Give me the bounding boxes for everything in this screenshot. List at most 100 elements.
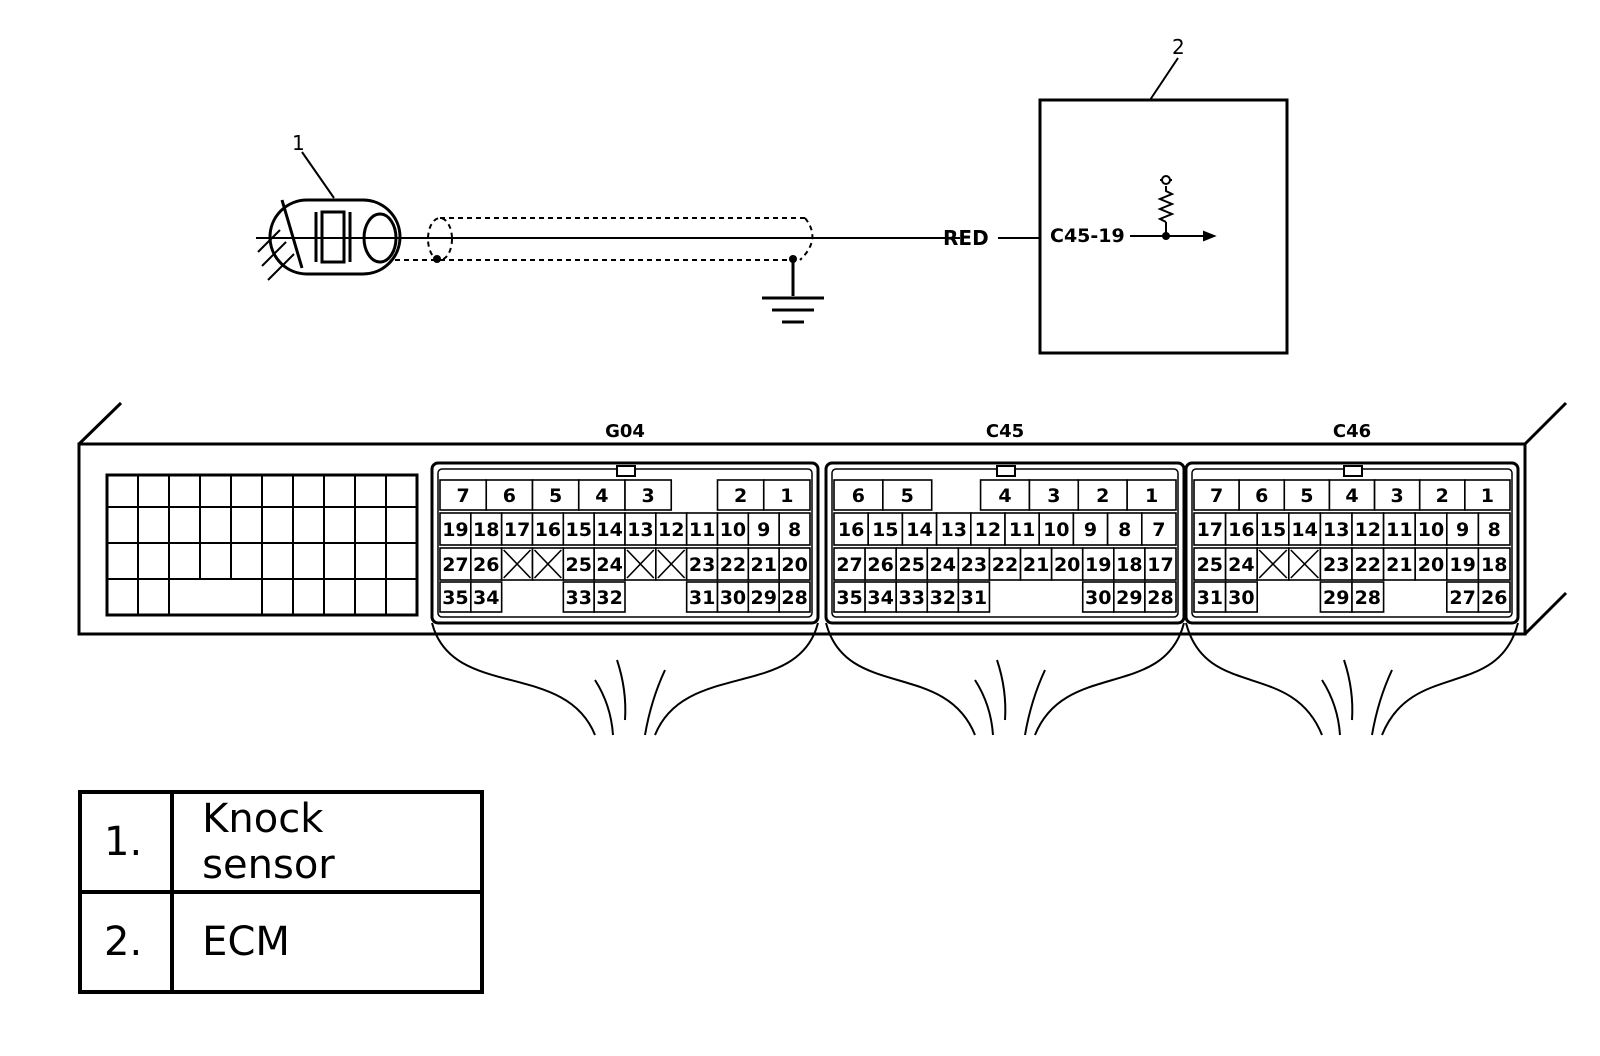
pin-number: 21 [751,554,777,576]
pin-number: 33 [566,587,592,609]
connector-pin-cell [1081,581,1115,613]
pin-number: 14 [906,519,932,541]
pin-number: 31 [961,587,987,609]
connector-pin-cell [439,581,472,613]
connector-pin-cell [926,547,960,581]
pin-number: 5 [901,485,914,507]
pin-number: 32 [930,587,956,609]
connector-pin-cell [1382,547,1416,581]
pin-number: 31 [1197,587,1223,609]
pin-number: 18 [473,519,499,541]
pin-number: 19 [1085,554,1111,576]
connector-pin-cell [926,581,960,613]
pin-number: 1 [1481,485,1494,507]
pin-number: 13 [1323,519,1349,541]
legend-index: 2. [77,890,175,994]
ecm-internal-circuit [1130,175,1217,242]
pin-number: 9 [1084,519,1097,541]
connector-pin-cell [957,581,991,613]
pin-number: 14 [1291,519,1317,541]
connector-pin-cell [1414,547,1448,581]
connector-latch [616,465,636,477]
connector-pin-cell [762,479,811,511]
blank-pin-mark [626,549,655,579]
wire-color-label: RED [943,226,989,250]
connector-pin-cell [531,512,565,546]
connector-pin-cell [895,547,929,581]
pin-number: 19 [442,519,468,541]
connector-name: C45 [986,421,1024,442]
connector-frame [430,461,820,625]
connector-pin-cell [864,581,897,613]
pin-number: 12 [975,519,1001,541]
pin-number: 20 [781,554,807,576]
pin-number: 35 [442,587,468,609]
pin-number: 2 [1096,485,1109,507]
pin-number: 28 [781,587,807,609]
pin-number: 4 [1345,485,1358,507]
connector-pin-cell [1351,581,1385,613]
pin-number: 25 [1197,554,1223,576]
connector-pin-cell [1193,581,1227,613]
ecm-housing [77,401,1568,636]
connector-pin-cell [562,581,595,613]
ground-symbol [762,259,824,324]
pin-number: 30 [1228,587,1254,609]
connector-pin-cell [485,479,534,511]
pin-number: 26 [1481,587,1507,609]
connector-name: C46 [1333,421,1371,442]
pin-number: 10 [1418,519,1444,541]
pin-number: 33 [899,587,925,609]
connector-pin-cell [778,512,811,546]
sensor-callout-leader [301,151,335,199]
sensor-callout-number: 1 [292,131,305,155]
pin-number: 11 [689,519,715,541]
pin-number: 19 [1449,554,1475,576]
connector-pin-cell [470,581,503,613]
pin-number: 22 [992,554,1018,576]
connector-pin-cell [1351,512,1385,546]
pin-number: 24 [930,554,956,576]
pin-number: 28 [1355,587,1381,609]
pin-number: 1 [1145,485,1158,507]
connector-name: G04 [605,421,645,442]
pin-number: 7 [1210,485,1223,507]
connector-pin-cell [833,581,866,613]
legend-row: 1. Knock sensor [77,790,485,894]
pin-number: 15 [872,519,898,541]
connector-pin-cell [1477,581,1511,613]
pin-number: 12 [1355,519,1381,541]
connector-pin-cell [685,581,719,613]
blank-pin-mark [533,549,562,579]
connector-pin-cell [1446,547,1480,581]
pin-number: 18 [1481,554,1507,576]
pin-number: 17 [504,519,530,541]
connector-pin-cell [439,512,472,546]
pin-number: 18 [1116,554,1142,576]
pin-number: 26 [473,554,499,576]
connector-pin-cell [1319,512,1353,546]
blank-pin-mark [1290,549,1319,579]
connector-pin-cell [1126,479,1177,511]
ecm-terminal-label: C45-19 [1050,225,1125,247]
pin-number: 6 [1255,485,1268,507]
connector-pin-cell [1319,581,1353,613]
pin-number: 16 [838,519,864,541]
connector-pin-cell [957,547,991,581]
pin-number: 27 [442,554,468,576]
pin-number: 24 [1228,554,1254,576]
pin-number: 9 [1456,519,1469,541]
pin-number: 25 [566,554,592,576]
connector-pin-cell [685,547,719,581]
legend-table: 1. Knock sensor 2. ECM [77,790,485,994]
pin-number: 6 [503,485,516,507]
connector-pin-cell [747,581,780,613]
pin-number: 14 [596,519,622,541]
shielded-cable [256,217,960,261]
pin-number: 12 [658,519,684,541]
pin-number: 28 [1147,587,1173,609]
pin-number: 29 [751,587,777,609]
